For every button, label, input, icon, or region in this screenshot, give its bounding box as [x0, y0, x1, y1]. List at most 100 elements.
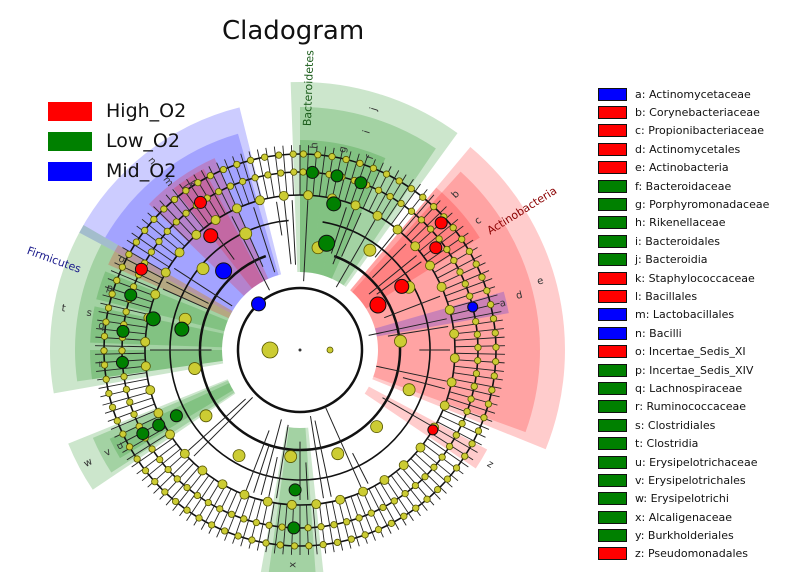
- tree-node: [425, 260, 435, 271]
- tree-node: [251, 174, 259, 182]
- tree-node: [415, 442, 426, 453]
- biomarker-node-s: [145, 311, 161, 327]
- tree-node: [232, 449, 246, 463]
- tree-branch: [273, 503, 282, 554]
- tree-branch: [141, 448, 181, 482]
- tree-node: [461, 280, 469, 288]
- taxa-legend-item: y: Burkholderiales: [598, 526, 811, 544]
- tree-branch: [110, 409, 158, 430]
- tree-node: [430, 463, 438, 471]
- biomarker-node-d: [394, 278, 410, 294]
- tree-branch: [387, 326, 449, 337]
- tree-node: [264, 171, 272, 179]
- tree-node: [492, 358, 500, 366]
- tree-node: [172, 218, 180, 226]
- group-legend-item: Mid_O2: [48, 156, 186, 186]
- tree-node: [435, 235, 443, 243]
- tree-node: [467, 395, 475, 403]
- group-swatch: [48, 161, 92, 181]
- tree-branch: [385, 478, 414, 521]
- tree-branch: [344, 498, 360, 547]
- tree-node: [108, 403, 117, 411]
- tree-branch: [193, 397, 253, 457]
- tree-node: [443, 245, 451, 254]
- taxa-swatch: [598, 473, 627, 487]
- taxa-legend-label: o: Incertae_Sedis_XI: [635, 345, 746, 359]
- tree-node: [446, 442, 454, 451]
- tree-node: [333, 538, 341, 546]
- tree-node: [473, 330, 481, 339]
- tree-branch: [282, 145, 288, 196]
- tree-branch: [405, 462, 441, 500]
- tree-node: [305, 542, 313, 550]
- group-swatch: [48, 131, 92, 151]
- tree-node: [419, 193, 427, 201]
- tree-node: [262, 539, 270, 547]
- tree-node: [286, 499, 297, 510]
- tree-node: [355, 514, 363, 522]
- tree-node: [277, 169, 285, 177]
- taxa-swatch: [598, 87, 627, 101]
- tree-node: [374, 526, 383, 534]
- tree-node: [395, 177, 403, 185]
- group-legend-label: High_O2: [106, 100, 187, 122]
- tree-branch: [368, 318, 447, 336]
- biomarker-node-q: [116, 324, 130, 338]
- tree-node: [343, 518, 351, 526]
- tree-node: [122, 385, 131, 394]
- tree-node: [374, 186, 383, 194]
- tree-node: [382, 170, 391, 178]
- taxa-legend-item: d: Actinomycetales: [598, 140, 811, 158]
- taxa-legend-item: a: Actinomycetaceae: [598, 85, 811, 103]
- tree-node: [141, 467, 150, 475]
- tree-node: [102, 375, 110, 383]
- tree-branch: [335, 219, 376, 288]
- tree-node: [434, 485, 442, 494]
- tree-node: [156, 455, 164, 464]
- tree-branch: [162, 288, 208, 310]
- root-node: [261, 341, 279, 359]
- tree-node: [278, 523, 286, 531]
- taxa-legend-item: m: Lactobacillales: [598, 306, 811, 324]
- tree-node: [474, 343, 482, 352]
- tree-branch: [96, 365, 146, 372]
- tree-branch: [268, 456, 278, 497]
- tree-node: [466, 292, 474, 300]
- taxa-legend-label: f: Bacteroidaceae: [635, 179, 732, 193]
- tree-node: [350, 200, 361, 211]
- tree-node: [160, 205, 168, 213]
- tree-branch: [256, 501, 269, 551]
- clade-shade-z: [364, 386, 488, 469]
- biomarker-node-g: [330, 169, 344, 183]
- taxa-swatch: [598, 418, 627, 432]
- taxa-legend-label: d: Actinomycetales: [635, 142, 741, 156]
- tree-node: [194, 179, 202, 187]
- tree-node: [444, 304, 455, 315]
- clade-letter-j: j: [368, 106, 380, 113]
- taxa-swatch: [598, 106, 627, 120]
- tree-node: [278, 190, 289, 201]
- tree-branch: [200, 485, 226, 530]
- tree-node: [118, 263, 126, 271]
- tree-node: [299, 168, 307, 176]
- tree-branch: [410, 206, 447, 242]
- group-legend-item: High_O2: [48, 96, 186, 126]
- tree-node: [206, 172, 215, 180]
- tree-branch: [314, 420, 332, 497]
- taxa-legend-item: g: Porphyromonadaceae: [598, 195, 811, 213]
- tree-branch: [95, 345, 146, 348]
- tree-node: [417, 216, 425, 224]
- tree-node: [392, 224, 403, 235]
- tree-node: [465, 247, 473, 256]
- tree-node: [183, 506, 191, 514]
- clade-shade-f: [321, 148, 386, 279]
- tree-branch: [400, 194, 435, 233]
- taxa-legend-label: i: Bacteroidales: [635, 234, 721, 248]
- tree-node: [100, 361, 109, 369]
- tree-node: [449, 224, 457, 232]
- tree-node: [130, 410, 138, 418]
- tree-branch: [253, 207, 276, 273]
- clade-letter-g: g: [337, 145, 349, 154]
- tree-branch: [362, 162, 384, 209]
